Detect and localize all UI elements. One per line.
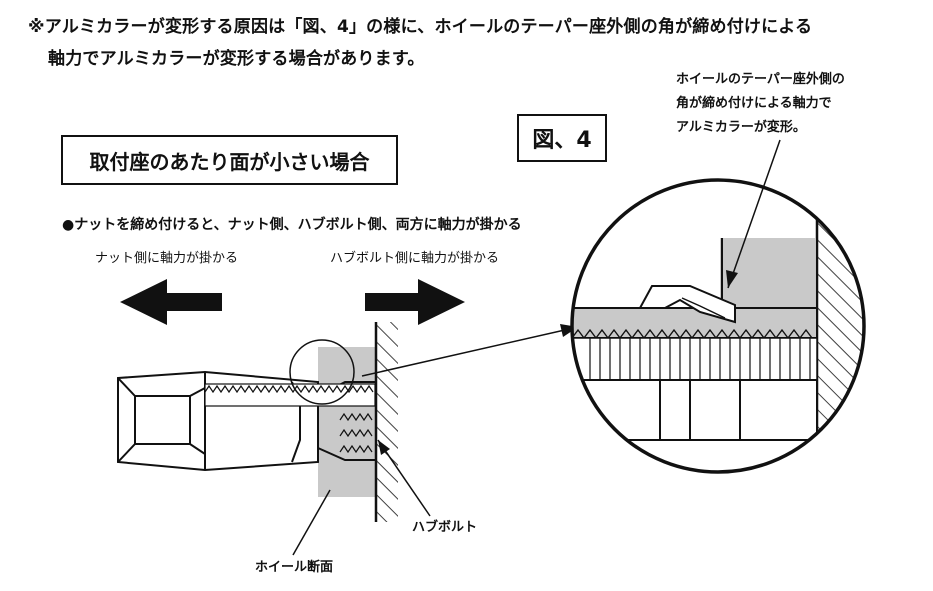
callout-line-1: ホイールのテーパー座外側の xyxy=(676,72,845,87)
right-force-arrow xyxy=(365,279,465,325)
seat-contact-title-box: 取付座のあたり面が小さい場合 xyxy=(61,135,398,185)
figure-label: 図、4 xyxy=(532,128,592,153)
nut-side-force-label: ナット側に軸力が掛かる xyxy=(95,251,239,266)
detail-circle xyxy=(289,339,355,405)
hub-bolt-side-force-label: ハブボルト側に軸力が掛かる xyxy=(330,251,500,266)
intro-text-line-2: 軸力でアルミカラーが変形する場合があります。 xyxy=(48,49,425,69)
threaded-shank xyxy=(204,383,376,454)
hub-wall xyxy=(376,322,398,522)
wheel-section-label: ホイール断面 xyxy=(255,560,334,575)
callout-line-3: アルミカラーが変形。 xyxy=(676,120,806,135)
figure-label-box: 図、4 xyxy=(517,114,607,162)
seat-contact-title: 取付座のあたり面が小さい場合 xyxy=(89,149,370,174)
zoom-detail xyxy=(572,180,864,472)
wheel-section-gray xyxy=(318,347,376,497)
zoom-circle xyxy=(570,178,866,474)
callout-line-2: 角が締め付けによる軸力で xyxy=(676,96,832,111)
axial-force-bullet: ●ナットを締め付けると、ナット側、ハブボルト側、両方に軸力が掛かる xyxy=(62,217,522,233)
intro-text-line-1: ※アルミカラーが変形する原因は「図、4」の様に、ホイールのテーパー座外側の角が締… xyxy=(28,17,813,37)
hub-bolt-label: ハブボルト xyxy=(412,520,478,535)
left-force-arrow xyxy=(120,279,222,325)
